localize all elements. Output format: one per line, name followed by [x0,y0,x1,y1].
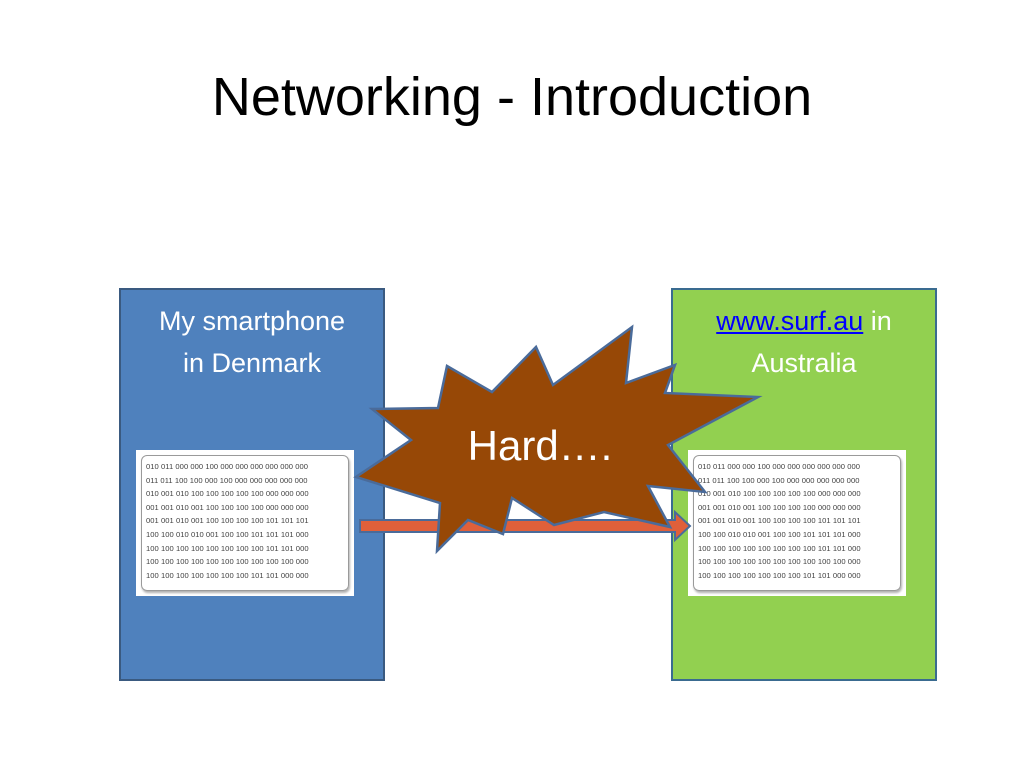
binary-data-right: 010 011 000 000 100 000 000 000 000 000 … [693,455,901,591]
server-label: www.surf.au in Australia [673,300,935,384]
binary-line: 001 001 010 001 100 100 100 100 101 101 … [698,516,861,526]
slide-title: Networking - Introduction [211,67,813,127]
binary-line: 100 100 010 010 001 100 100 101 101 101 … [698,529,861,539]
binary-line: 011 011 100 100 000 100 000 000 000 000 … [698,475,860,485]
binary-line: 100 100 100 100 100 100 100 100 100 100 … [146,557,309,567]
binary-line: 100 100 100 100 100 100 100 101 101 000 … [146,570,309,580]
transfer-arrow [359,509,692,543]
binary-data-card-right: 010 011 000 000 100 000 000 000 000 000 … [688,450,906,596]
server-box: www.surf.au in Australia 010 011 000 000… [671,288,937,681]
binary-line: 001 001 010 001 100 100 100 100 000 000 … [698,502,861,512]
server-label-line1: www.surf.au in [673,300,935,342]
smartphone-label: My smartphone in Denmark [121,300,383,384]
binary-line: 001 001 010 001 100 100 100 100 101 101 … [146,516,309,526]
binary-line: 100 100 100 100 100 100 100 101 101 000 … [698,570,861,580]
binary-line: 010 001 010 100 100 100 100 100 000 000 … [698,489,861,499]
smartphone-label-line1: My smartphone [158,306,346,336]
binary-line: 010 011 000 000 100 000 000 000 000 000 … [698,462,861,471]
binary-line: 010 011 000 000 100 000 000 000 000 000 … [146,462,309,471]
smartphone-box: My smartphone in Denmark 010 011 000 000… [119,288,385,681]
binary-line: 001 001 010 001 100 100 100 100 000 000 … [146,502,309,512]
server-label-suffix: in [863,306,892,336]
burst-text: Hard…. [467,422,613,469]
smartphone-label-line2: in Denmark [182,348,322,378]
binary-data-left: 010 011 000 000 100 000 000 000 000 000 … [141,455,349,591]
server-label-line2: Australia [751,348,857,378]
binary-data-card-left: 010 011 000 000 100 000 000 000 000 000 … [136,450,354,596]
binary-line: 011 011 100 100 000 100 000 000 000 000 … [146,475,308,485]
surf-au-link[interactable]: www.surf.au [716,306,864,336]
binary-line: 100 100 010 010 001 100 100 101 101 101 … [146,529,309,539]
binary-line: 100 100 100 100 100 100 100 100 100 100 … [698,557,861,567]
binary-line: 100 100 100 100 100 100 100 100 101 101 … [698,543,861,553]
explosion-burst-shape [353,324,763,555]
binary-line: 100 100 100 100 100 100 100 100 101 101 … [146,543,309,553]
binary-line: 010 001 010 100 100 100 100 100 000 000 … [146,489,309,499]
